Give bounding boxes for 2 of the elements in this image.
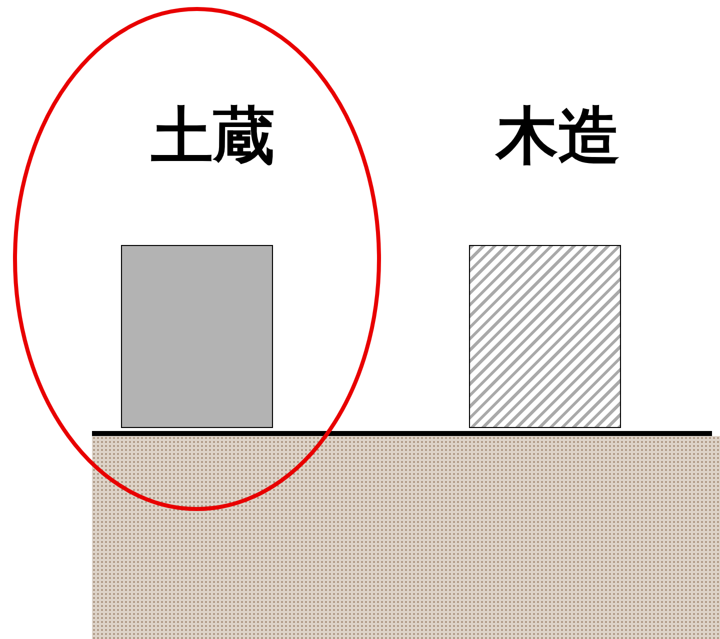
building-label: 木造 (496, 100, 620, 172)
building-label: 土蔵 (151, 100, 275, 172)
